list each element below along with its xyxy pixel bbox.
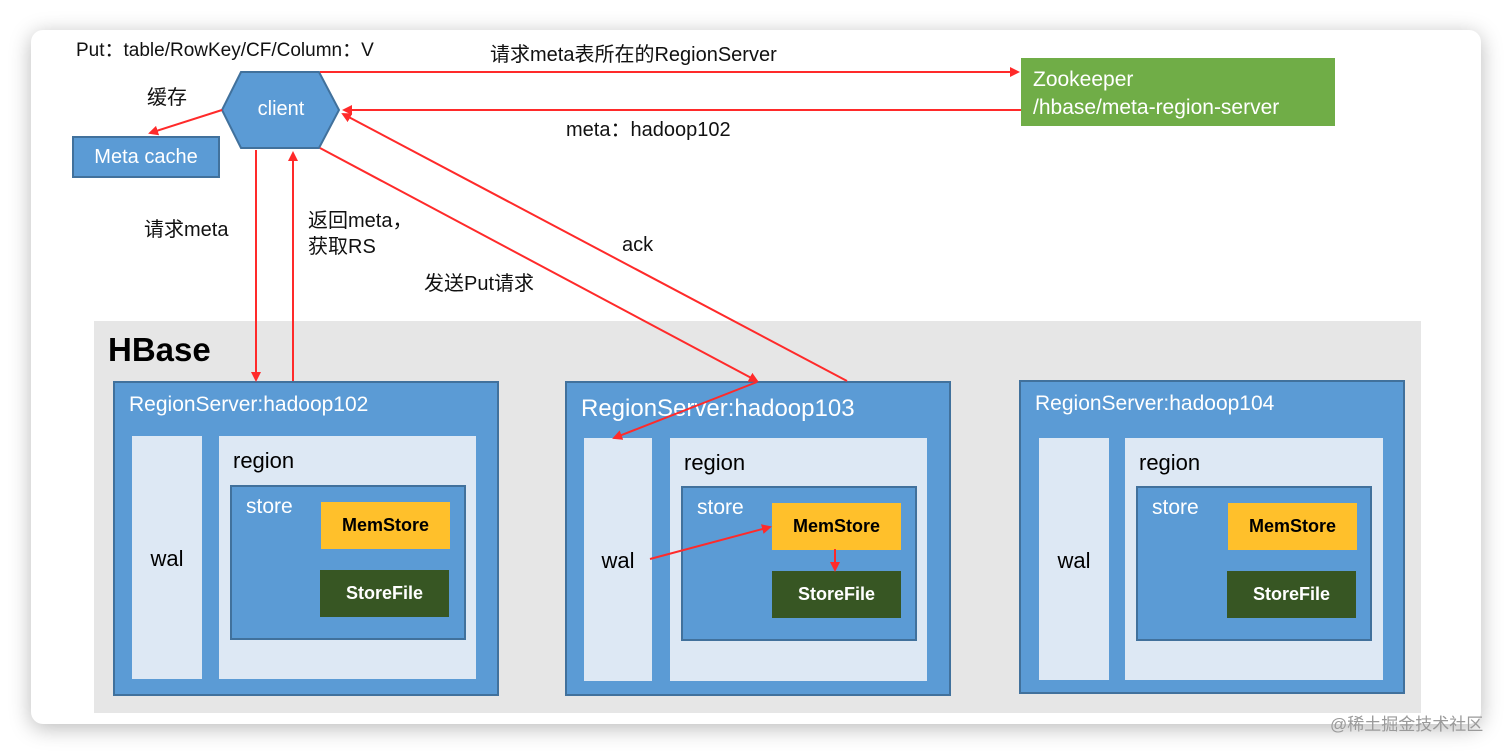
ack-label: ack bbox=[622, 234, 654, 256]
wal-box: wal bbox=[584, 438, 652, 681]
region-box: region store MemStore StoreFile bbox=[1125, 438, 1383, 680]
watermark: @稀土掘金技术社区 bbox=[1330, 715, 1484, 734]
wal-box: wal bbox=[132, 436, 202, 679]
store-box: store MemStore StoreFile bbox=[230, 485, 466, 640]
arrow-ack bbox=[341, 113, 848, 382]
return-meta-label-1: 返回meta， bbox=[308, 210, 413, 232]
wal-label: wal bbox=[150, 546, 184, 571]
send-put-label: 发送Put请求 bbox=[424, 273, 535, 295]
cache-label: 缓存 bbox=[147, 87, 187, 109]
arrow-send-put bbox=[319, 147, 759, 382]
storefile-box: StoreFile bbox=[772, 571, 901, 618]
store-label: store bbox=[1152, 496, 1199, 519]
memstore-box: MemStore bbox=[1228, 503, 1357, 550]
region-label: region bbox=[1139, 450, 1201, 475]
store-label: store bbox=[246, 495, 293, 518]
memstore-box: MemStore bbox=[772, 503, 901, 550]
region-box: region store MemStore StoreFile bbox=[670, 438, 927, 681]
region-server-hadoop102: RegionServer:hadoop102 wal region store … bbox=[113, 381, 499, 696]
zookeeper-path: /hbase/meta-region-server bbox=[1033, 96, 1280, 119]
zookeeper-title: Zookeeper bbox=[1033, 68, 1134, 91]
arrow-wal-to-memstore bbox=[649, 524, 772, 560]
arrow-to-wal bbox=[612, 381, 758, 440]
client-label: client bbox=[257, 98, 305, 120]
request-meta-label: 请求meta bbox=[144, 219, 229, 241]
store-box: store MemStore StoreFile bbox=[681, 486, 917, 641]
store-label: store bbox=[697, 496, 744, 519]
wal-label: wal bbox=[1057, 548, 1091, 573]
wal-label: wal bbox=[601, 548, 635, 573]
region-server-hadoop103: RegionServer:hadoop103 wal region store … bbox=[565, 381, 951, 696]
meta-cache-node: Meta cache bbox=[72, 136, 220, 178]
region-label: region bbox=[684, 450, 746, 475]
arrow-cache bbox=[148, 109, 223, 136]
zookeeper-node: Zookeeper /hbase/meta-region-server bbox=[1021, 58, 1335, 126]
region-server-title: RegionServer:hadoop104 bbox=[1035, 392, 1275, 415]
region-box: region store MemStore StoreFile bbox=[219, 436, 476, 679]
store-box: store MemStore StoreFile bbox=[1136, 486, 1372, 641]
storefile-box: StoreFile bbox=[1227, 571, 1356, 618]
region-server-hadoop104: RegionServer:hadoop104 wal region store … bbox=[1019, 380, 1405, 694]
storefile-box: StoreFile bbox=[320, 570, 449, 617]
region-label: region bbox=[233, 448, 295, 473]
hbase-title: HBase bbox=[108, 331, 211, 368]
put-request-label: Put：table/RowKey/CF/Column：V bbox=[76, 40, 374, 61]
memstore-box: MemStore bbox=[321, 502, 450, 549]
return-meta-label-2: 获取RS bbox=[308, 236, 376, 258]
region-server-title: RegionServer:hadoop102 bbox=[129, 393, 369, 416]
meta-response-label: meta：hadoop102 bbox=[566, 119, 731, 141]
region-server-title: RegionServer:hadoop103 bbox=[581, 395, 855, 422]
wal-box: wal bbox=[1039, 438, 1109, 680]
request-meta-rs-label: 请求meta表所在的RegionServer bbox=[490, 44, 777, 66]
